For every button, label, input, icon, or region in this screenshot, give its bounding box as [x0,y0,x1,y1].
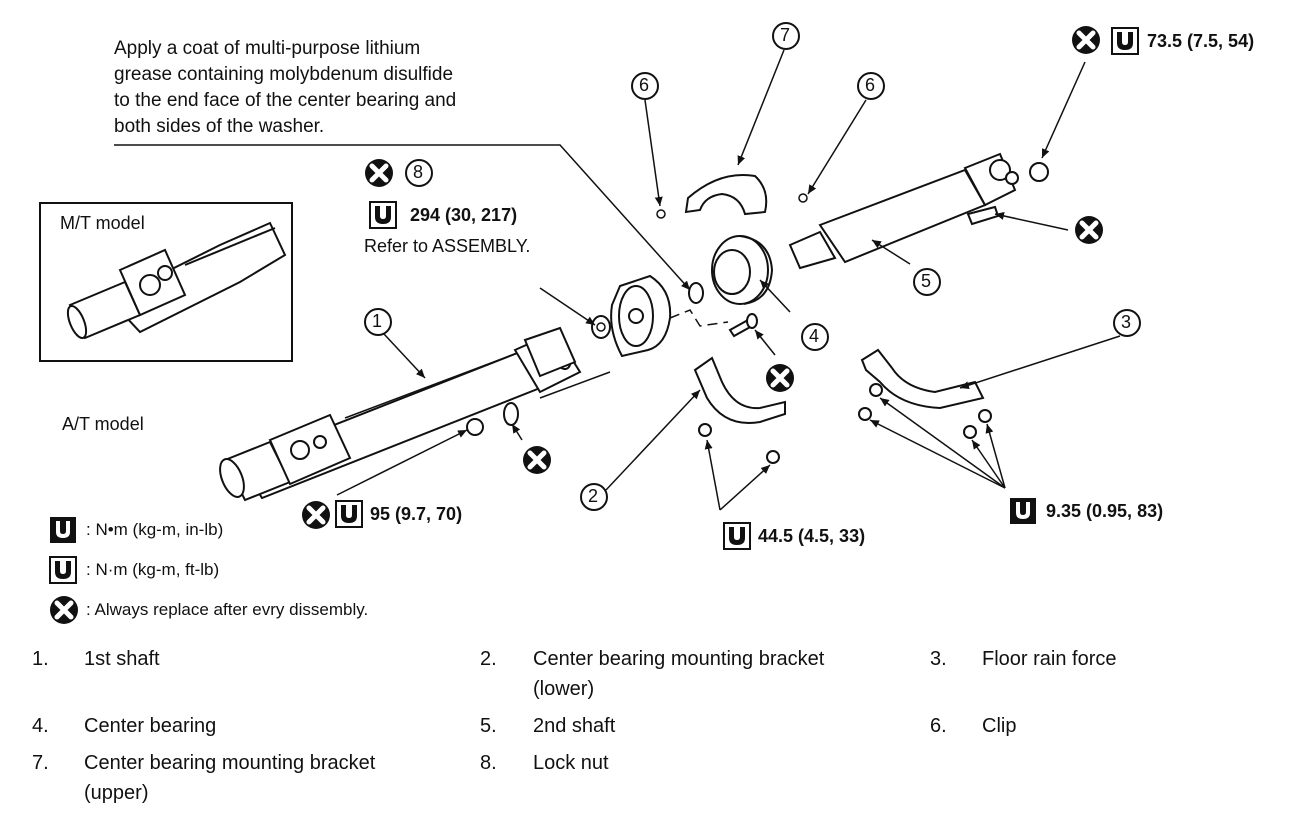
part-name: Clip [982,715,1017,737]
part-name: 2nd shaft [533,715,616,737]
torque-9-35: 9.35 (0.95, 83) [1046,501,1164,521]
part-number: 2. [480,648,497,670]
legend-ft-lb: : N·m (kg-m, ft-lb) [86,560,220,579]
grease-note-line: grease containing molybdenum disulfide [114,64,454,85]
grease-note-line: both sides of the washer. [114,116,325,137]
callout-8: 8 [413,162,424,182]
callout-1: 1 [372,311,383,331]
grease-note-line: to the end face of the center bearing an… [114,90,457,111]
torque-73-5: 73.5 (7.5, 54) [1147,31,1255,51]
callout-6-left: 6 [639,75,650,95]
part-number: 5. [480,715,497,737]
center-bearing-mounting-bracket-upper [656,174,808,219]
part-name: Center bearing mounting bracket [84,752,376,774]
clip-ring [466,402,519,436]
flange-nut [1029,162,1049,182]
center-bearing-mounting-bracket-lower [693,356,786,464]
part-number: 7. [32,752,49,774]
bracket-bolt [728,313,758,338]
part-number: 8. [480,752,497,774]
flange-yoke [610,274,672,358]
part-name: Center bearing [84,715,217,737]
callout-2: 2 [588,486,599,506]
callout-5: 5 [921,271,932,291]
grease-note-line: Apply a coat of multi-purpose lithium [114,38,421,59]
part-name: Lock nut [533,752,609,774]
torque-95: 95 (9.7, 70) [370,504,463,524]
part-number: 6. [930,715,947,737]
leader-lines [114,49,1121,511]
mt-model-inset [39,202,293,362]
callout-3: 3 [1121,312,1132,332]
part-name: Center bearing mounting bracket [533,648,825,670]
legend-in-lb: : N•m (kg-m, in-lb) [86,520,224,539]
mt-model-label: M/T model [60,213,145,233]
part-name: Floor rain force [982,648,1117,670]
grease-note: Apply a coat of multi-purpose lithium gr… [114,36,456,140]
floor-rain-force [858,348,992,439]
lock-nut [591,315,611,339]
part-number: 3. [930,648,947,670]
part-name-cont: (lower) [533,678,595,700]
legend-replace: : Always replace after evry dissembly. [86,600,369,619]
torque-294: 294 (30, 217) [410,205,518,225]
at-model-label: A/T model [62,414,144,434]
part-name: 1st shaft [84,648,160,670]
callouts [364,22,1141,511]
center-bearing [711,235,774,305]
callout-7: 7 [780,25,791,45]
second-shaft [788,152,1019,270]
torque-44-5: 44.5 (4.5, 33) [758,526,866,546]
callout-6-right: 6 [865,75,876,95]
callout-4: 4 [809,326,820,346]
part-number: 1. [32,648,49,670]
part-number: 4. [32,715,49,737]
refer-assembly: Refer to ASSEMBLY. [364,236,531,256]
part-name-cont: (upper) [84,782,149,804]
first-shaft [219,326,582,502]
washer [688,282,704,304]
